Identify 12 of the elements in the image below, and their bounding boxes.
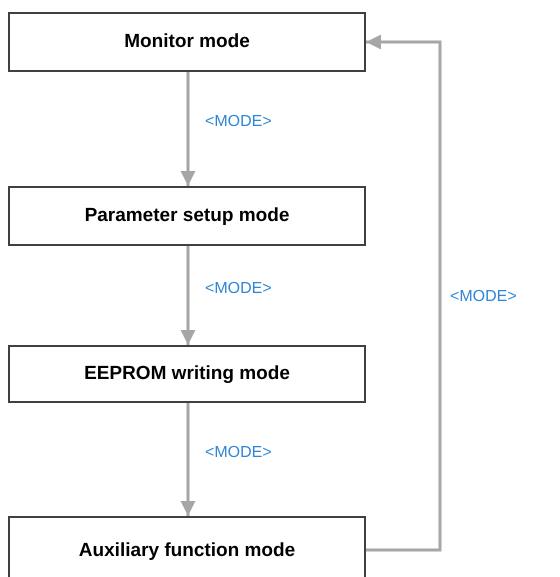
mode-name: Parameter setup mode (84, 205, 290, 227)
arrow (180, 246, 196, 345)
arrow (366, 34, 442, 552)
mode-box (8, 516, 366, 577)
mode-box (8, 345, 366, 403)
arrow (180, 72, 196, 186)
mode-box (8, 12, 366, 72)
mode-box (8, 186, 366, 246)
mode-name: EEPROM writing mode (84, 363, 290, 385)
mode-name: Monitor mode (124, 31, 250, 53)
arrow (180, 403, 196, 516)
mode-name: Auxiliary function mode (78, 540, 296, 562)
